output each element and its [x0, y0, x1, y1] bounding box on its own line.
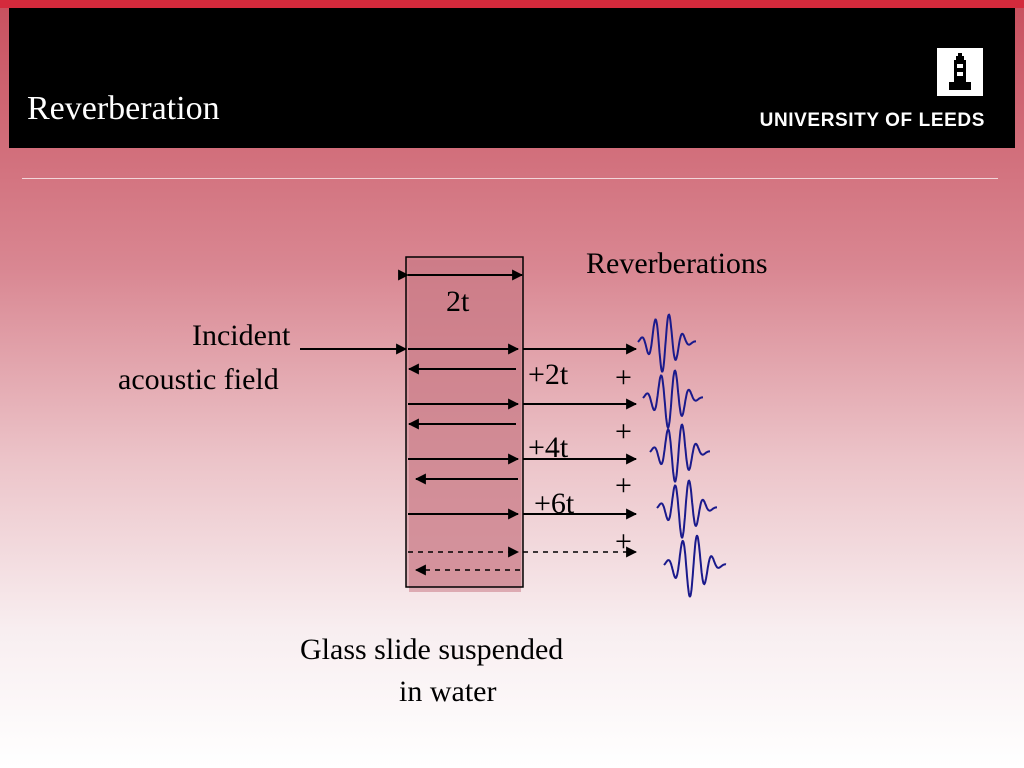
glass-slide	[405, 256, 524, 588]
delay-label-6t: +6t	[534, 487, 575, 520]
delay-label-4t: +4t	[528, 431, 569, 464]
university-logo-icon	[937, 48, 983, 96]
incident-label-line2: acoustic field	[118, 363, 279, 396]
wave-packet-1	[637, 313, 696, 373]
reverberations-label: Reverberations	[586, 247, 768, 280]
university-name: UNIVERSITY OF LEEDS	[759, 110, 985, 131]
incident-label-line1: Incident	[192, 319, 291, 352]
plus-sign-4: +	[615, 525, 632, 558]
wave-packet-2	[642, 369, 703, 429]
delay-label-2t: +2t	[528, 358, 569, 391]
wave-packet-5	[663, 534, 727, 598]
title-divider	[22, 178, 998, 179]
plus-sign-2: +	[615, 415, 632, 448]
caption-line1: Glass slide suspended	[300, 633, 564, 666]
top-accent-border	[0, 0, 1024, 8]
slide-title: Reverberation	[27, 90, 220, 127]
glass-slide-shadow	[409, 260, 521, 592]
plus-sign-3: +	[615, 469, 632, 502]
plus-sign-1: +	[615, 361, 632, 394]
thickness-label: 2t	[446, 285, 470, 318]
caption-line2: in water	[399, 675, 497, 708]
title-bar: Reverberation UNIVERSITY OF LEEDS	[9, 8, 1015, 148]
wave-packet-3	[649, 423, 710, 483]
wave-packet-4	[656, 479, 717, 539]
